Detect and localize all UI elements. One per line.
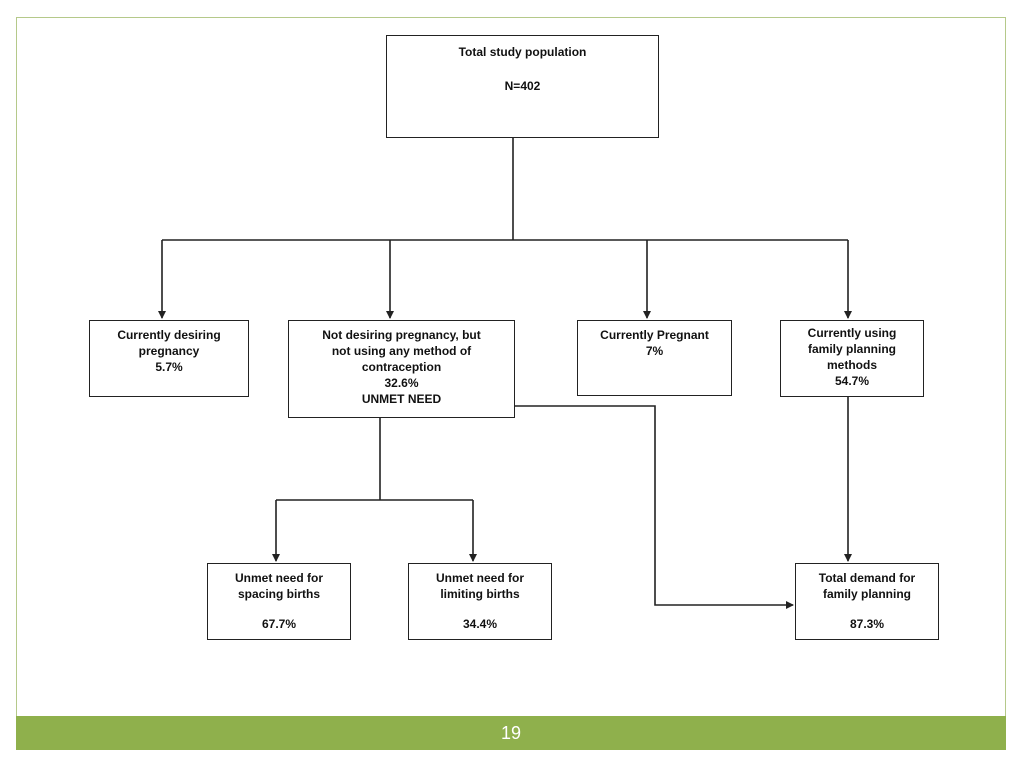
root-n: N=402 xyxy=(504,79,541,93)
demand-line1: Total demand for xyxy=(818,571,916,585)
using-line2: family planning xyxy=(807,342,896,356)
limiting-line2: limiting births xyxy=(440,587,520,601)
box-spacing-births: Unmet need for spacing births 67.7% xyxy=(207,563,351,640)
desiring-line2: pregnancy xyxy=(138,344,200,358)
using-line3: methods xyxy=(826,358,877,372)
unmet-line2: not using any method of xyxy=(331,344,472,358)
box-limiting-births: Unmet need for limiting births 34.4% xyxy=(408,563,552,640)
arrow-unmet-to-demand xyxy=(515,405,794,609)
using-value: 54.7% xyxy=(834,374,870,388)
footer-bar: 19 xyxy=(16,716,1006,750)
box-total-demand: Total demand for family planning 87.3% xyxy=(795,563,939,640)
box-total-population: Total study population N=402 xyxy=(386,35,659,138)
unmet-line3: contraception xyxy=(361,360,442,374)
demand-value: 87.3% xyxy=(849,617,885,631)
pregnant-line1: Currently Pregnant xyxy=(600,328,709,342)
desiring-value: 5.7% xyxy=(155,360,183,374)
box-currently-using: Currently using family planning methods … xyxy=(780,320,924,397)
spacing-line1: Unmet need for xyxy=(234,571,323,585)
limiting-line1: Unmet need for xyxy=(435,571,524,585)
page-number: 19 xyxy=(500,722,522,743)
using-line1: Currently using xyxy=(807,326,897,340)
unmet-label: UNMET NEED xyxy=(361,392,442,406)
spacing-value: 67.7% xyxy=(261,617,297,631)
spacing-line2: spacing births xyxy=(237,587,320,601)
limiting-value: 34.4% xyxy=(462,617,498,631)
demand-line2: family planning xyxy=(822,587,911,601)
root-title: Total study population xyxy=(458,45,587,59)
desiring-line1: Currently desiring xyxy=(117,328,221,342)
box-currently-pregnant: Currently Pregnant 7% xyxy=(577,320,732,396)
box-unmet-need: Not desiring pregnancy, but not using an… xyxy=(288,320,515,418)
unmet-value: 32.6% xyxy=(384,376,419,390)
pregnant-value: 7% xyxy=(645,344,664,358)
unmet-line1: Not desiring pregnancy, but xyxy=(322,328,481,342)
box-currently-desiring: Currently desiring pregnancy 5.7% xyxy=(89,320,249,397)
